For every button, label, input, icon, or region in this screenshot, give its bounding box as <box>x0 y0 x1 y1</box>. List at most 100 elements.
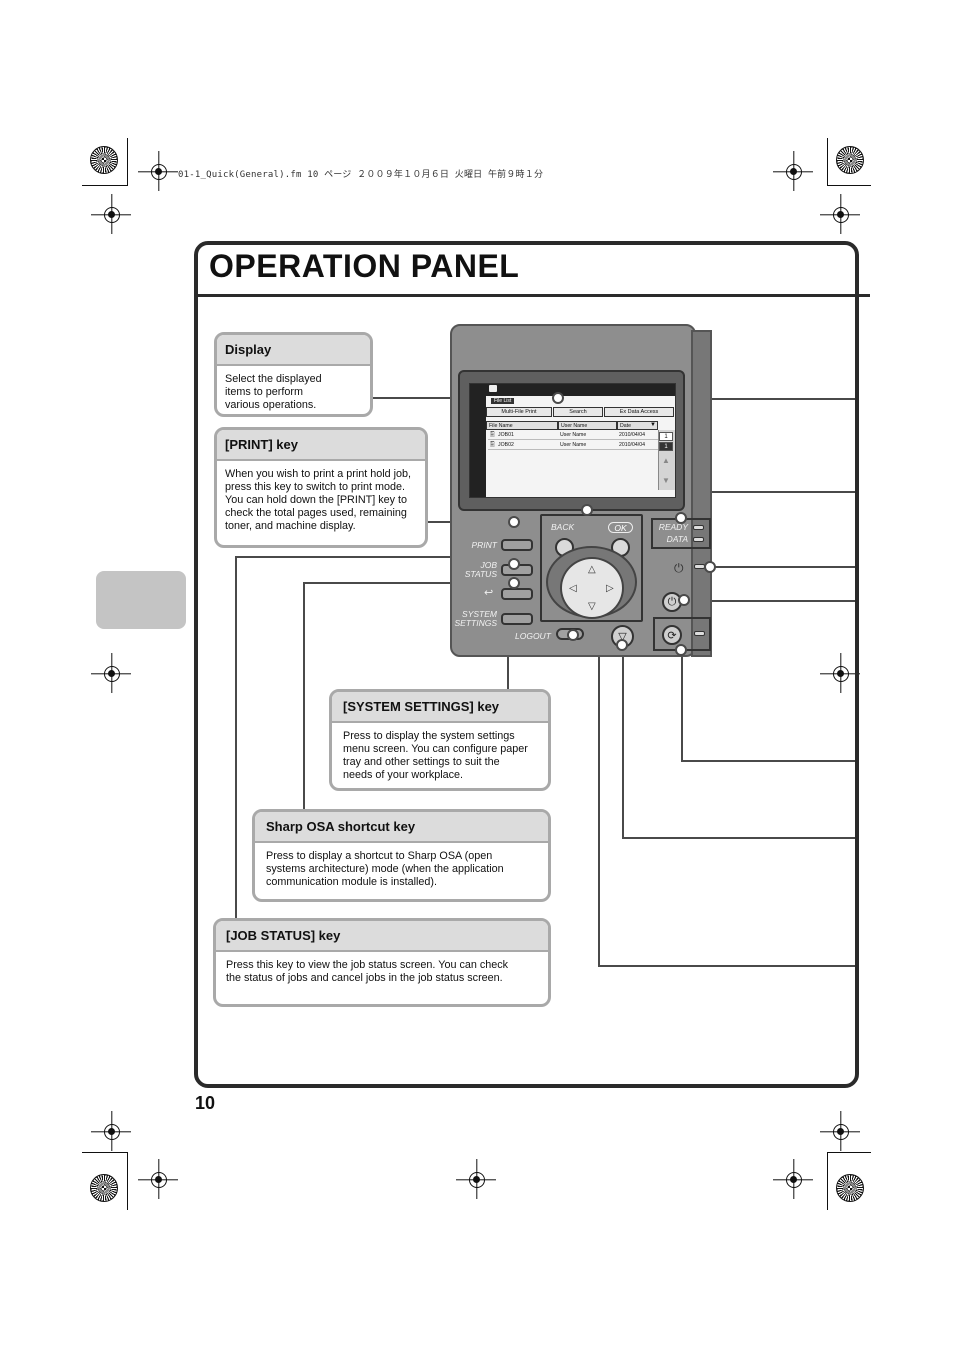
leader-line <box>622 645 624 838</box>
logout-label: LOGOUT <box>515 631 551 641</box>
ok-label: OK <box>608 522 633 533</box>
registration-mark <box>833 1124 849 1140</box>
callout-job-status-key: [JOB STATUS] key Press this key to view … <box>213 918 551 1007</box>
row-file: JOB01 <box>496 431 558 440</box>
arrow-up-icon[interactable]: △ <box>588 564 596 575</box>
callout-title: Display <box>217 335 370 366</box>
registration-mark <box>786 1172 802 1188</box>
crop-line <box>127 1152 129 1210</box>
sharp-osa-shortcut-key[interactable] <box>501 588 533 600</box>
callout-body: When you wish to print a print hold job,… <box>225 468 412 532</box>
callout-title: [PRINT] key <box>217 430 425 461</box>
data-label: DATA <box>666 534 688 544</box>
crop-line <box>827 1152 829 1210</box>
sharp-osa-icon: ↩ <box>484 587 494 599</box>
column-date[interactable]: Date <box>617 421 658 430</box>
registration-mark <box>151 164 167 180</box>
leader-line <box>681 760 855 762</box>
column-user-name[interactable]: User Name <box>558 421 617 430</box>
callout-system-settings-key: [SYSTEM SETTINGS] key Press to display t… <box>329 689 551 791</box>
leader-dot <box>678 594 690 606</box>
starburst-mark-bottom-right <box>836 1174 864 1202</box>
leader-dot <box>675 512 687 524</box>
tab-search[interactable]: Search <box>553 407 603 417</box>
data-indicator <box>693 537 704 542</box>
callout-display: Display Select the displayed items to pe… <box>214 332 373 417</box>
sort-arrow-icon: ▼ <box>650 422 656 428</box>
system-label: SYSTEM <box>462 609 497 619</box>
registration-mark <box>833 666 849 682</box>
leader-line <box>681 491 855 493</box>
tab-multi-file-print[interactable]: Multi-File Print <box>486 407 552 417</box>
ready-label: READY <box>658 522 688 532</box>
page-title: OPERATION PANEL <box>209 248 520 284</box>
callout-title: [JOB STATUS] key <box>216 921 548 952</box>
crop-line <box>82 1152 128 1154</box>
starburst-mark-bottom-left <box>90 1174 118 1202</box>
registration-mark <box>786 164 802 180</box>
column-file-name[interactable]: File Name <box>486 421 558 430</box>
arrow-left-icon[interactable]: ◁ <box>569 583 577 594</box>
leader-dot <box>675 644 687 656</box>
leader-line <box>587 398 855 400</box>
arrow-right-icon[interactable]: ▷ <box>606 583 614 594</box>
print-label: PRINT <box>471 540 498 550</box>
leader-line <box>681 650 683 761</box>
title-rule <box>196 294 870 297</box>
leader-dot <box>581 504 593 516</box>
energy-save-key[interactable]: ⟳ <box>662 625 682 645</box>
system-settings-key[interactable] <box>501 613 533 625</box>
settings-label: SETTINGS <box>454 618 497 628</box>
row-date: 2010/04/04 <box>617 431 658 440</box>
file-icon: 🖺 <box>488 442 496 450</box>
callout-sharp-osa-shortcut-key: Sharp OSA shortcut key Press to display … <box>252 809 551 902</box>
row-file: JOB02 <box>496 441 558 450</box>
leader-dot <box>508 558 520 570</box>
page-frame <box>194 241 859 1088</box>
callout-title: Sharp OSA shortcut key <box>255 812 548 843</box>
crop-line <box>827 185 871 187</box>
chapter-tab <box>96 571 186 629</box>
row-user: User Name <box>558 441 617 450</box>
tab-ex-data-access[interactable]: Ex Data Access <box>604 407 674 417</box>
callout-body: Select the displayed items to perform va… <box>225 373 322 411</box>
scroll-up-icon[interactable]: ▲ <box>662 456 670 465</box>
arrow-keys-center <box>560 557 624 619</box>
leader-line <box>598 965 855 967</box>
callout-print-key: [PRINT] key When you wish to print a pri… <box>214 427 428 548</box>
registration-mark <box>151 1172 167 1188</box>
page-number: 10 <box>195 1093 216 1113</box>
scroll-down-icon[interactable]: ▼ <box>662 476 670 485</box>
panel-side <box>691 330 712 657</box>
leader-dot <box>567 629 579 641</box>
arrow-down-icon[interactable]: ▽ <box>588 601 596 612</box>
leader-line <box>303 582 514 584</box>
main-power-icon: ⏻ <box>674 561 684 575</box>
callout-title: [SYSTEM SETTINGS] key <box>332 692 548 723</box>
page-current: 1 <box>659 432 673 441</box>
leader-line <box>235 556 237 920</box>
row-date: 2010/04/04 <box>617 441 658 450</box>
registration-mark <box>469 1172 485 1188</box>
leader-dot <box>508 516 520 528</box>
crop-line <box>127 138 129 185</box>
print-key[interactable] <box>501 539 533 551</box>
page-total: 1 <box>659 442 673 451</box>
registration-mark <box>104 207 120 223</box>
display-left-bar <box>470 384 486 497</box>
printer-icon <box>489 385 497 392</box>
registration-mark <box>833 207 849 223</box>
crop-line <box>827 1152 871 1154</box>
energy-save-indicator <box>694 631 705 636</box>
leader-line <box>685 600 855 602</box>
row-user: User Name <box>558 431 617 440</box>
ready-indicator <box>693 525 704 530</box>
callout-body: Press this key to view the job status sc… <box>226 959 509 984</box>
starburst-mark-top-left <box>90 146 118 174</box>
job-label: JOB <box>480 560 497 570</box>
leader-line <box>622 837 855 839</box>
file-icon: 🖺 <box>488 432 496 440</box>
status-label: STATUS <box>464 569 497 579</box>
back-label: BACK <box>551 522 575 532</box>
leader-dot <box>616 639 628 651</box>
